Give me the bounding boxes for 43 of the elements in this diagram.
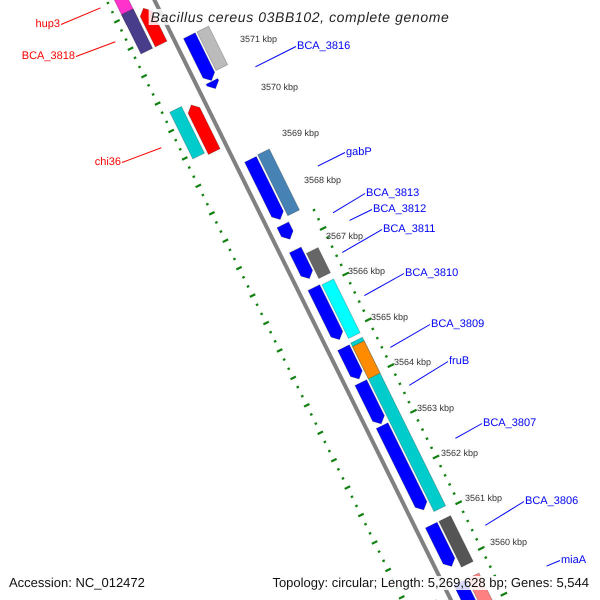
scale-label: 3560 kbp (490, 538, 528, 547)
scale-label: 3571 kbp (240, 35, 278, 44)
leader-line (484, 501, 524, 526)
gene-label: BCA_3806 (525, 495, 578, 508)
scale-label: 3562 kbp (441, 449, 478, 458)
leader-line (408, 361, 448, 386)
gene-label: BCA_3810 (405, 267, 458, 280)
scale-label: 3564 kbp (394, 358, 432, 367)
leader-line (254, 46, 296, 68)
gene-label: BCA_3818 (22, 50, 75, 63)
info-text: Topology: circular; Length: 5,269,628 bp; Genes: 5,544 (272, 576, 589, 590)
gene-label: hup3 (36, 18, 60, 31)
gene-label: BCA_3811 (383, 223, 436, 236)
leader-line (364, 273, 404, 296)
leader-line (122, 147, 162, 163)
leader-line (546, 560, 560, 567)
gene-label: fruB (449, 355, 470, 368)
gene-label: BCA_3813 (366, 187, 420, 200)
scale-label: 3568 kbp (304, 176, 342, 185)
leader-line (349, 209, 372, 221)
leader-line (454, 423, 482, 439)
leader-line (332, 193, 366, 214)
scale-label: 3570 kbp (261, 83, 298, 92)
gene-label: gabP (346, 146, 372, 159)
leader-line (60, 7, 101, 25)
scale-label: 3566 kbp (348, 267, 386, 276)
leader-line (76, 41, 116, 57)
scale-label: 3569 kbp (282, 129, 320, 138)
leader-line (390, 324, 430, 348)
gene-label: BCA_3809 (431, 318, 484, 331)
gene-label: chi36 (94, 156, 121, 169)
gene-label: miaA (561, 554, 586, 567)
leader-line (342, 229, 382, 253)
gene-label: BCA_3816 (297, 40, 350, 53)
info-text: Accession: NC_012472 (9, 576, 145, 590)
gene-label: BCA_3807 (483, 417, 536, 430)
gene-label: BCA_3812 (373, 203, 426, 216)
scale-label: 3563 kbp (417, 404, 454, 413)
title: Bacillus cereus 03BB102, complete genome (148, 9, 452, 25)
scale-label: 3567 kbp (326, 232, 364, 241)
leader-line (317, 152, 346, 167)
scale-label: 3565 kbp (371, 313, 408, 322)
scale-label: 3561 kbp (465, 494, 502, 503)
